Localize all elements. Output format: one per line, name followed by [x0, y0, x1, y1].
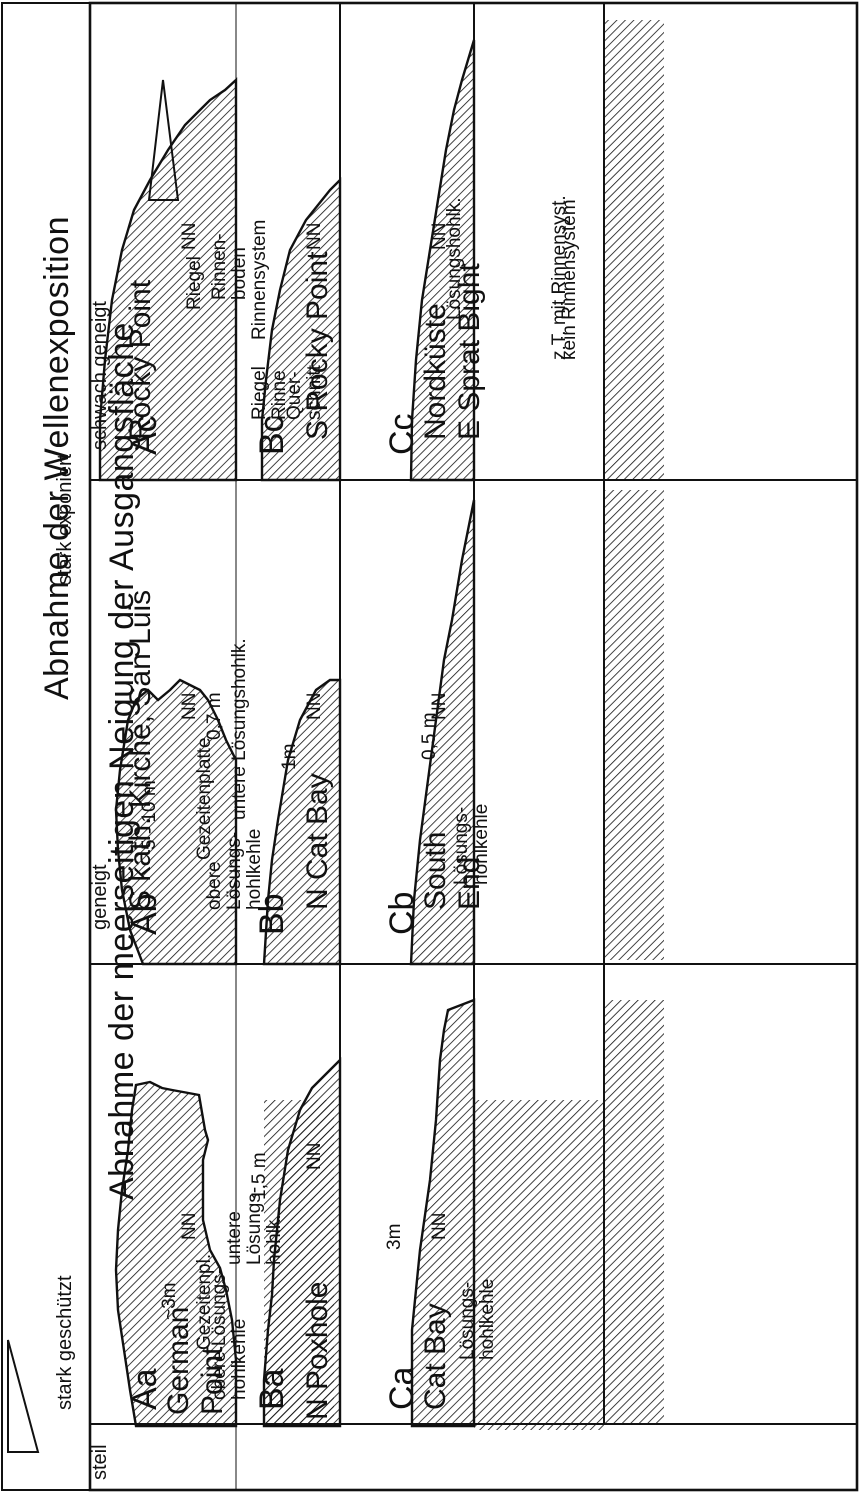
- profile-Cc: [409, 39, 476, 482]
- profile-Ba: [114, 678, 238, 966]
- profile-Bb: [262, 678, 342, 966]
- profile-Ac: [410, 998, 476, 1428]
- profile-Cb: [260, 177, 342, 482]
- profile-Aa: [114, 1080, 238, 1428]
- bottom-hatch-strips: [264, 20, 664, 1430]
- profile-Ca: [98, 77, 238, 482]
- side-arrow-icon: [7, 1339, 40, 1453]
- profile-Bc: [409, 499, 476, 966]
